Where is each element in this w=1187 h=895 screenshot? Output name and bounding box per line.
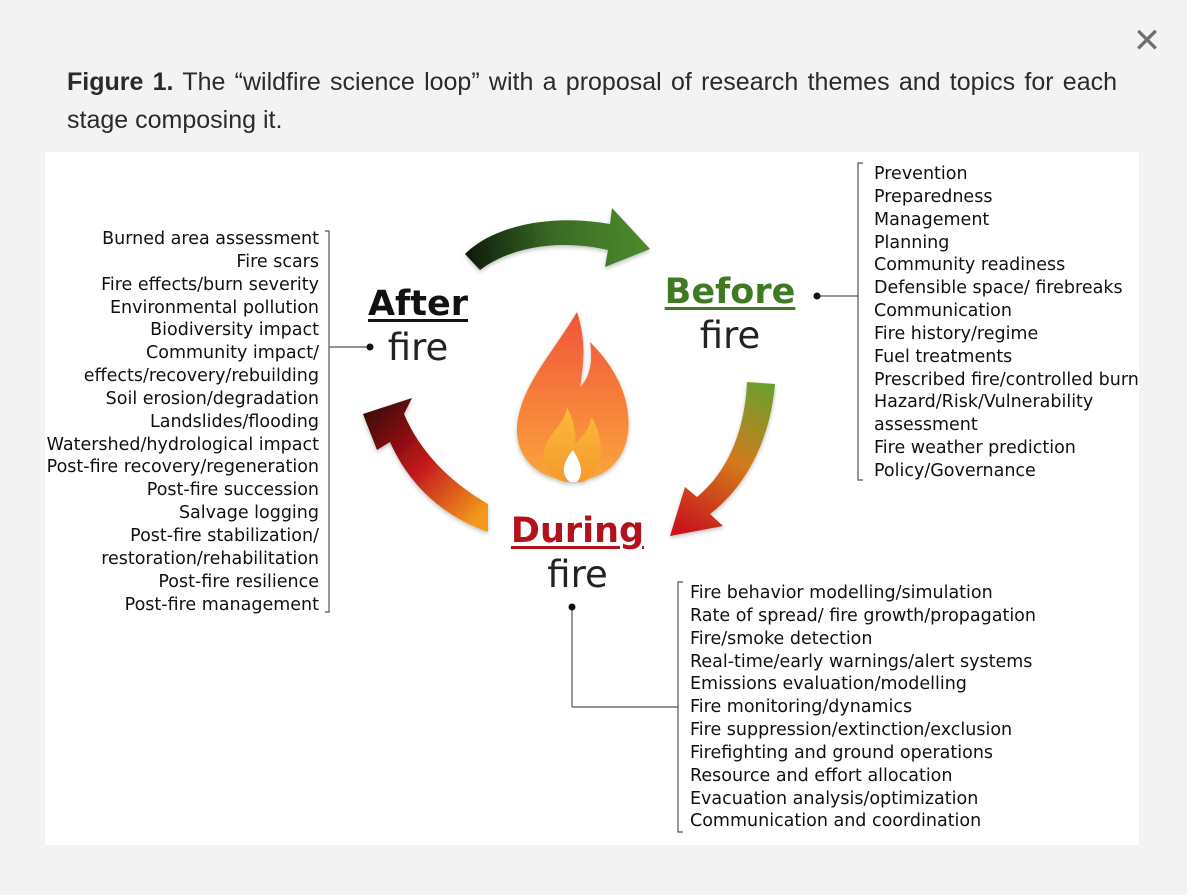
topic-item: Salvage logging xyxy=(178,503,319,524)
wildfire-loop-figure: After fire Before fire During fire Burne… xyxy=(45,152,1139,845)
topic-item: Hazard/Risk/Vulnerability xyxy=(874,392,1094,413)
after-stage-word: fire xyxy=(387,326,449,369)
topic-item: Firefighting and ground operations xyxy=(690,742,994,763)
before-dot xyxy=(813,292,821,300)
before-connector xyxy=(817,162,863,481)
topic-item: Prevention xyxy=(874,164,968,184)
topic-item: Communication and coordination xyxy=(690,811,982,832)
topic-item: Policy/Governance xyxy=(874,460,1036,481)
topic-item: Fuel treatments xyxy=(874,346,1013,367)
topic-item: Soil erosion/degradation xyxy=(105,388,319,409)
after-dot xyxy=(366,343,374,351)
topic-item: Fire scars xyxy=(236,251,319,272)
topic-item: Management xyxy=(874,209,990,230)
topic-item: Community impact/ xyxy=(146,343,319,364)
topic-item: Watershed/hydrological impact xyxy=(46,434,319,455)
topic-item: Fire/smoke detection xyxy=(690,628,873,649)
topic-item: Post-fire stabilization/ xyxy=(130,525,319,546)
topic-item: Fire monitoring/dynamics xyxy=(690,697,913,718)
topic-item: Fire history/regime xyxy=(874,323,1039,344)
arrow-during-to-after xyxy=(363,398,488,532)
topic-item: restoration/rehabilitation xyxy=(101,548,319,569)
topic-item: Fire behavior modelling/simulation xyxy=(690,583,993,603)
flame-icon xyxy=(516,312,629,482)
topic-item: Planning xyxy=(874,232,950,253)
topic-item: Post-fire recovery/regeneration xyxy=(46,457,319,478)
during-stage-word: fire xyxy=(547,553,608,596)
topic-item: Prescribed fire/controlled burn xyxy=(874,369,1139,390)
arrow-after-to-before xyxy=(465,208,650,270)
topic-item: Preparedness xyxy=(874,186,993,207)
topic-item: Emissions evaluation/modelling xyxy=(690,674,967,695)
topic-item: Defensible space/ firebreaks xyxy=(874,278,1123,299)
topic-item: Post-fire succession xyxy=(146,480,319,501)
during-dot xyxy=(568,603,576,611)
after-fire-label: After fire xyxy=(363,282,473,370)
topic-item: Resource and effort allocation xyxy=(690,765,953,786)
during-stage-name: During xyxy=(510,511,645,551)
arrow-before-to-during xyxy=(670,382,775,536)
topic-item: Post-fire management xyxy=(124,594,319,615)
topic-item: Biodiversity impact xyxy=(150,320,319,341)
topic-item: Fire suppression/extinction/exclusion xyxy=(690,720,1013,741)
topic-item: Real-time/early warnings/alert systems xyxy=(690,651,1033,672)
topic-item: Landslides/flooding xyxy=(149,411,319,432)
caption-text: The “wildfire science loop” with a propo… xyxy=(67,68,1118,134)
topic-item: assessment xyxy=(874,415,978,436)
topic-item: Fire weather prediction xyxy=(874,438,1076,459)
topic-item: Evacuation analysis/optimization xyxy=(690,788,979,809)
after-connector xyxy=(325,230,370,613)
topic-item: effects/recovery/rebuilding xyxy=(83,366,319,387)
during-fire-label: During fire xyxy=(510,509,645,597)
before-stage-name: Before xyxy=(664,272,796,312)
topic-item: Communication xyxy=(874,301,1012,322)
during-connector xyxy=(571,581,683,833)
before-fire-label: Before fire xyxy=(660,270,800,358)
figure-label: Figure 1. xyxy=(67,68,174,96)
topic-item: Rate of spread/ fire growth/propagation xyxy=(690,605,1036,626)
topic-item: Burned area assessment xyxy=(102,229,319,249)
close-icon[interactable]: ✕ xyxy=(1132,21,1162,61)
before-stage-word: fire xyxy=(699,314,761,357)
after-stage-name: After xyxy=(367,284,469,324)
diagram-graphics xyxy=(325,162,863,833)
topic-item: Environmental pollution xyxy=(109,297,319,318)
figure-caption: Figure 1. The “wildfire science loop” wi… xyxy=(67,63,1117,139)
topic-item: Post-fire resilience xyxy=(158,571,319,592)
topic-item: Community readiness xyxy=(874,255,1066,276)
topic-item: Fire effects/burn severity xyxy=(101,274,319,295)
